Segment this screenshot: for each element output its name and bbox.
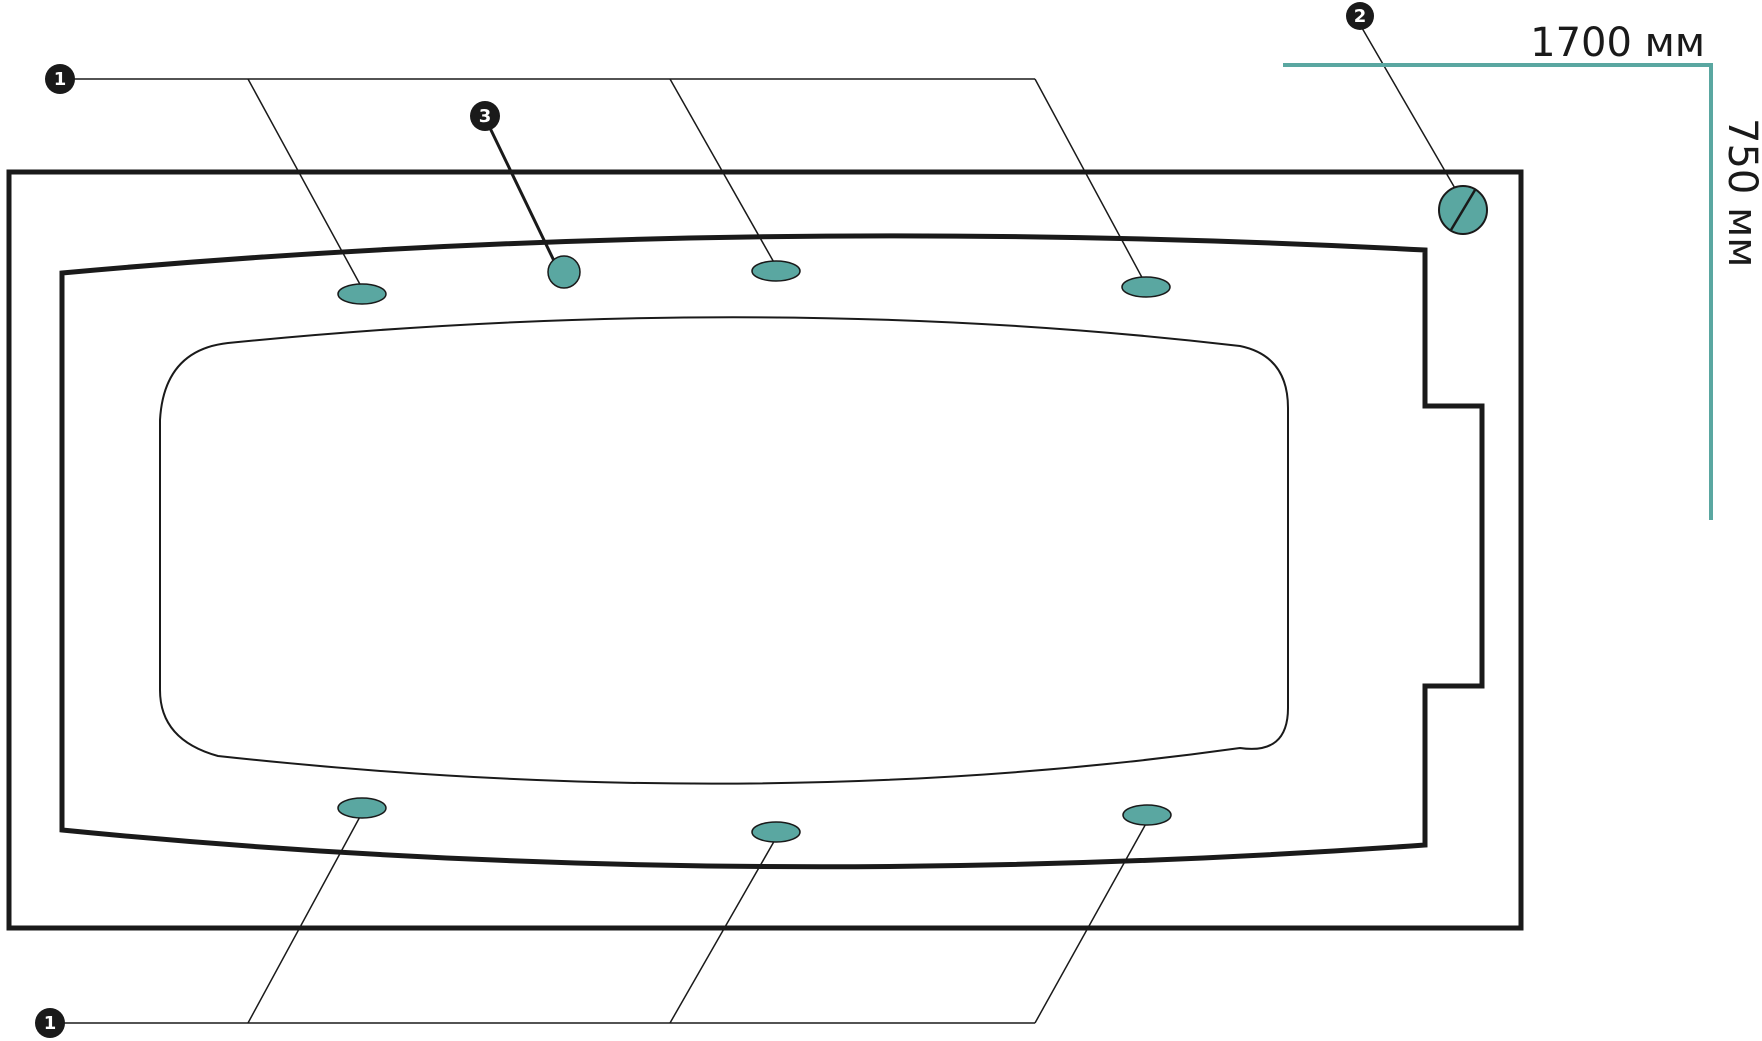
jet [1121, 276, 1171, 298]
callout-badge-jets-bottom: 1 [35, 1008, 65, 1038]
callout-badge-air-jet: 3 [470, 101, 500, 131]
drain-icon [1438, 185, 1488, 235]
top-jets-leader-lines [72, 78, 1146, 289]
svg-text:1: 1 [44, 1013, 57, 1034]
callout-badge-jets-top: 1 [45, 64, 75, 94]
drain-leader-line [1361, 27, 1457, 191]
tub-deck-outline [59, 233, 1485, 870]
bottom-jets-leader-lines [62, 812, 1149, 1024]
svg-text:1: 1 [54, 69, 67, 90]
svg-text:2: 2 [1354, 6, 1367, 27]
tub-basin-outline [159, 316, 1289, 785]
air-jet [547, 255, 581, 289]
callout-badge-drain: 2 [1346, 2, 1374, 30]
top-jets [337, 260, 1171, 305]
jet [1122, 804, 1172, 826]
length-dimension-label: 1700 мм [1530, 20, 1705, 66]
jet [751, 821, 801, 843]
jet [337, 797, 387, 819]
tub-outer-frame [6, 169, 1524, 931]
air-jet-leader-line [488, 127, 558, 266]
width-dimension-label: 750 мм [1719, 118, 1762, 267]
bottom-jets [337, 797, 1172, 843]
svg-text:3: 3 [479, 106, 492, 127]
jet [751, 260, 801, 282]
dimension-lines [1283, 63, 1713, 520]
jet [337, 283, 387, 305]
